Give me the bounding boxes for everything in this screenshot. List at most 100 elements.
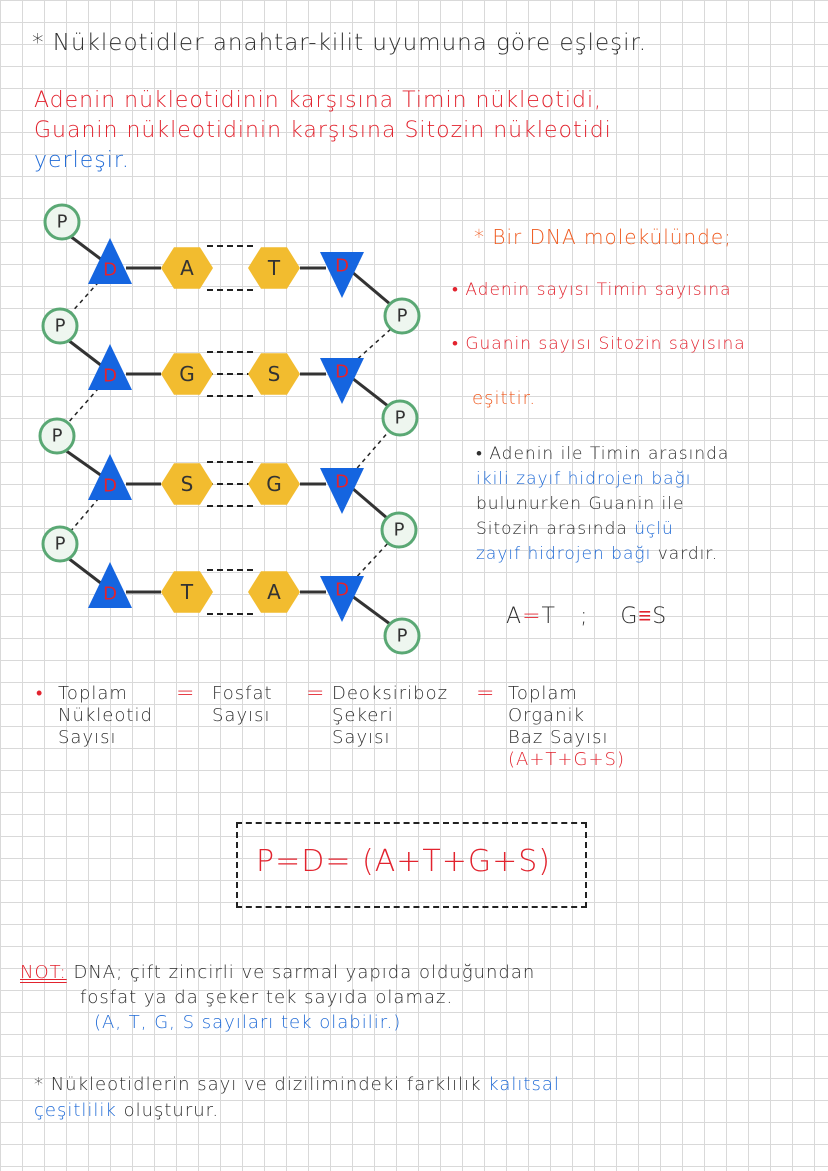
sugar-left: [88, 454, 132, 500]
formula-o3: Baz Sayısı: [508, 727, 609, 748]
para-blue-c: zayıf hidrojen bağı: [476, 544, 652, 564]
sugar-right: [320, 252, 364, 298]
eq-s: S: [652, 604, 668, 629]
phosphate-circle: [38, 417, 76, 455]
base-left-label: A: [180, 256, 194, 280]
closing-text: * Nükleotidlerin sayı ve dizilimindeki f…: [34, 1072, 560, 1124]
base-left: [161, 247, 213, 289]
formula-o4: (A+T+G+S): [508, 749, 625, 770]
sugar-left-label: D: [103, 366, 117, 387]
formula-term-sugar: Deoksiriboz Şekeri Sayısı: [332, 683, 448, 749]
side-equal: eşittir.: [472, 388, 537, 409]
base-left: [161, 353, 213, 395]
phosphate-circle: [41, 307, 79, 345]
phosphate-label: P: [57, 212, 68, 233]
base-right: [248, 463, 300, 505]
eq-double-bond: =: [522, 604, 542, 629]
base-right: [248, 247, 300, 289]
phosphate-label: P: [397, 626, 408, 647]
phosphate-label: P: [55, 316, 66, 337]
phosphate-circle: [383, 617, 421, 655]
phosphate-sugar-bond: [351, 486, 388, 520]
formula-t1: Toplam: [58, 683, 128, 704]
sugar-right: [320, 468, 364, 514]
formula-eq-3: =: [476, 681, 496, 706]
formula-term-phosphate: Fosfat Sayısı: [212, 683, 273, 727]
phosphate-circle: [381, 399, 419, 437]
para-black-b: bulunurken Guanin ile: [476, 494, 685, 514]
base-right-label: A: [267, 580, 281, 604]
side-bullet-adenine: • Adenin sayısı Timin sayısına: [452, 280, 732, 300]
base-left: [161, 571, 213, 613]
sugar-left: [88, 562, 132, 608]
phosphate-sugar-bond: [67, 338, 103, 368]
sugar-left: [88, 344, 132, 390]
para-black-d: vardır.: [657, 544, 719, 564]
base-right-label: G: [266, 472, 282, 496]
note-line3: (A, T, G, S sayıları tek olabilir.): [94, 1012, 402, 1033]
eq-a: A: [506, 604, 523, 629]
intro-line3: yerleşir.: [34, 148, 130, 173]
phosphate-circle: [43, 203, 81, 241]
formula-d1: Deoksiriboz: [332, 683, 449, 704]
phosphate-label: P: [394, 520, 405, 541]
base-right: [248, 353, 300, 395]
base-pair-equation: A=T ; G≡S: [506, 604, 667, 630]
intro-line2-b: Sitozin nükleotidi: [404, 118, 612, 143]
base-right-label: S: [268, 362, 281, 386]
closing-blue-b: çeşitlilik: [34, 1100, 117, 1121]
phosphate-label: P: [397, 306, 408, 327]
formula-eq-1: =: [176, 681, 196, 706]
side-bullet-guanine-text: • Guanin sayısı Sitozin sayısına: [452, 334, 746, 354]
formula-d2: Şekeri: [332, 705, 394, 726]
boxed-formula-text: P=D= (A+T+G+S): [256, 844, 551, 879]
closing-blue-a: kalıtsal: [488, 1074, 560, 1095]
sugar-right: [320, 576, 364, 622]
phosphate-label: P: [52, 426, 63, 447]
phosphate-sugar-bond: [351, 270, 391, 306]
sugar-left-label: D: [103, 260, 117, 281]
base-left: [161, 463, 213, 505]
boxed-formula: P=D= (A+T+G+S): [236, 822, 587, 908]
formula-d3: Sayısı: [332, 727, 391, 748]
formula-t2: Nükleotid: [58, 705, 153, 726]
eq-separator: ;: [579, 604, 589, 629]
para-black-a: • Adenin ile Timin arasında: [476, 444, 730, 464]
side-paragraph: • Adenin ile Timin arasında ikili zayıf …: [476, 442, 826, 567]
para-black-c: Sitozin arasında: [476, 519, 628, 539]
formula-f2: Sayısı: [212, 705, 271, 726]
phosphate-circle: [383, 297, 421, 335]
phosphate-circle: [41, 525, 79, 563]
phosphate-sugar-bond: [69, 234, 103, 262]
phosphate-sugar-bond: [64, 448, 103, 478]
sugar-right: [320, 358, 364, 404]
phosphate-sugar-bond: [67, 556, 103, 586]
phosphate-label: P: [395, 408, 406, 429]
sugar-left: [88, 238, 132, 284]
phosphate-sugar-bond: [351, 376, 389, 408]
base-left-label: T: [180, 580, 194, 604]
sugar-left-label: D: [103, 584, 117, 605]
sugar-left-label: D: [103, 476, 117, 497]
formula-o2: Organik: [508, 705, 585, 726]
phosphate-circle: [380, 511, 418, 549]
formula-eq-2: =: [306, 681, 326, 706]
sugar-right-label: D: [335, 256, 349, 277]
base-right: [248, 571, 300, 613]
para-blue-a: ikili zayıf hidrojen bağı: [476, 469, 692, 489]
base-right-label: T: [267, 256, 281, 280]
formula-t3: Sayısı: [58, 727, 117, 748]
intro-line1-a: Adenin nükleotidinin karşısına: [34, 88, 395, 113]
formula-f1: Fosfat: [212, 683, 273, 704]
sugar-right-label: D: [335, 580, 349, 601]
page-title: * Nükleotidler anahtar-kilit uyumuna gör…: [32, 30, 648, 56]
phosphate-sugar-bond: [351, 594, 391, 626]
eq-g: G: [620, 604, 639, 629]
formula-o1: Toplam: [508, 683, 578, 704]
formula-bullet: •: [36, 683, 44, 704]
backbone-right-link: [351, 541, 390, 583]
note-label: NOT:: [20, 962, 67, 983]
base-left-label: S: [181, 472, 194, 496]
